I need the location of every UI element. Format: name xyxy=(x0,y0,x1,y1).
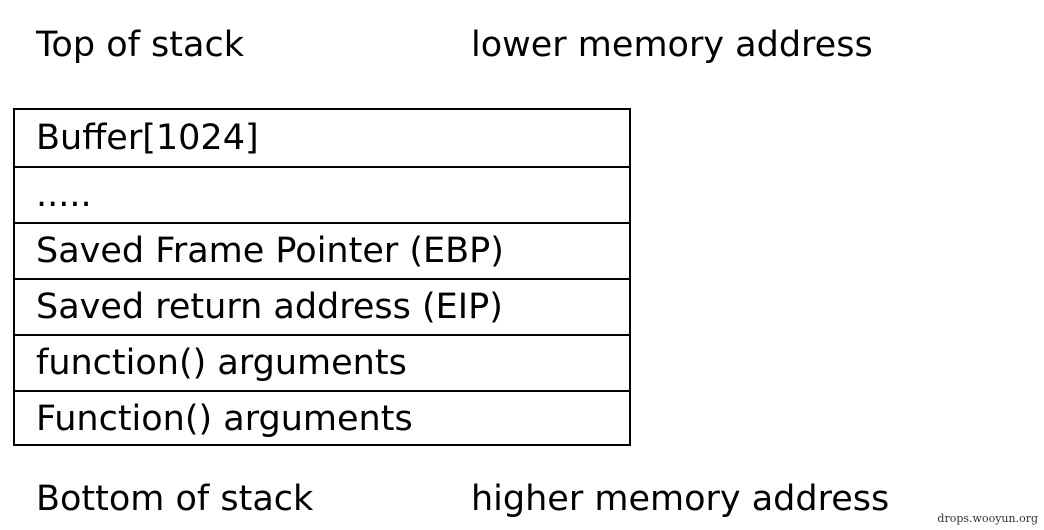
lower-memory-address-label: lower memory address xyxy=(471,25,873,65)
bottom-of-stack-label: Bottom of stack xyxy=(36,479,314,519)
higher-memory-address-label: higher memory address xyxy=(471,479,890,519)
stack-diagram: Buffer[1024] ..... Saved Frame Pointer (… xyxy=(13,108,631,446)
stack-row-saved-frame-pointer: Saved Frame Pointer (EBP) xyxy=(15,222,629,278)
watermark: drops.wooyun.org xyxy=(937,512,1038,525)
stack-row-ellipsis: ..... xyxy=(15,166,629,222)
top-of-stack-label: Top of stack xyxy=(36,25,244,65)
stack-row-saved-return-address: Saved return address (EIP) xyxy=(15,278,629,334)
stack-row-function-arguments: function() arguments xyxy=(15,334,629,390)
stack-row-function-arguments-caller: Function() arguments xyxy=(15,390,629,444)
stack-row-buffer: Buffer[1024] xyxy=(36,118,259,158)
